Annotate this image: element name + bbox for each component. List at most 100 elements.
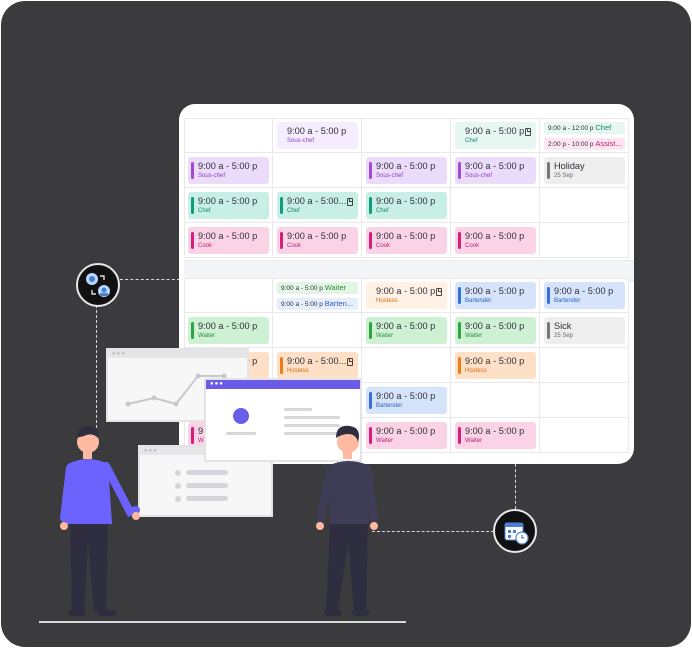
shift-color-bar <box>280 197 283 214</box>
document-icon <box>347 358 353 366</box>
shift-role: Sous-chef <box>198 173 226 179</box>
shift-color-bar <box>369 322 372 339</box>
profile-card-icon <box>226 408 340 435</box>
shift-color-bar <box>191 322 194 339</box>
staff-swap-badge <box>76 263 120 307</box>
shift-time: 9:00 a - 5:00 p <box>198 196 258 206</box>
shift-color-bar <box>458 427 461 444</box>
shift-color-bar <box>369 197 372 214</box>
shift-role: Waiter <box>376 438 394 444</box>
shift-time: 9:00 a - 5:00 p <box>376 196 436 206</box>
schedule-cell[interactable] <box>362 348 451 383</box>
shift-role: Chef <box>376 208 389 214</box>
shift-time: 9:00 a - 5:00 p <box>376 161 436 171</box>
schedule-cell[interactable] <box>540 383 629 418</box>
shift-color-bar <box>280 232 283 249</box>
shift-color-bar <box>369 427 372 444</box>
schedule-cell[interactable] <box>184 278 273 313</box>
window-titlebar: ●●● <box>108 350 247 358</box>
window-controls-icon: ●●● <box>210 381 224 387</box>
schedule-cell[interactable] <box>273 313 362 348</box>
shift-chip[interactable]: 9:00 a - 5:00 p Chef <box>366 192 447 219</box>
schedule-cell[interactable] <box>451 188 540 223</box>
shift-chip[interactable]: 9:00 a - 5:00 p Waiter <box>366 422 447 449</box>
shift-color-bar <box>458 287 461 304</box>
window-titlebar: ●●● <box>206 380 360 389</box>
schedule-cell[interactable] <box>540 223 629 258</box>
shift-time: 9:00 a - 5:00 p <box>287 231 347 241</box>
shift-chip[interactable]: 9:00 a - 5:00 p Sous-chef <box>366 157 447 184</box>
schedule-cell[interactable] <box>184 118 273 153</box>
shift-chip-small[interactable]: 9:00 a - 12:00 p Chef <box>544 122 625 134</box>
schedule-cell[interactable] <box>540 348 629 383</box>
schedule-cell[interactable] <box>451 383 540 418</box>
schedule-cell[interactable] <box>273 153 362 188</box>
shift-time: 9:00 a - 5:00 p <box>376 391 436 401</box>
shift-chip[interactable]: 9:00 a - 5:00 p Chef <box>188 192 269 219</box>
calendar-clock-icon <box>504 522 529 545</box>
shift-color-bar <box>369 392 372 409</box>
people-swap-icon <box>86 273 110 297</box>
shift-role: Sous-chef <box>376 173 404 179</box>
line-graph-icon <box>125 373 227 407</box>
shift-color-bar <box>458 357 461 374</box>
shift-role: 25 Sep <box>554 333 574 339</box>
window-controls-icon: ●●● <box>144 448 158 454</box>
shift-role: Chef <box>595 123 612 132</box>
shift-color-bar <box>458 162 461 179</box>
shift-role: Cook <box>376 243 391 249</box>
shift-chip[interactable]: 9:00 a - 5:00 p Sous-chef <box>188 157 269 184</box>
shift-color-bar <box>280 357 283 374</box>
shift-time: 9:00 a - 5:00 p <box>376 426 436 436</box>
connector-right <box>372 531 494 532</box>
schedule-badge <box>493 509 537 553</box>
shift-time: 9:00 a - 5:00 p <box>465 126 525 136</box>
list-lines-icon <box>175 470 228 502</box>
shift-time: 9:00 a - 5:00 p <box>198 161 258 171</box>
shift-chip-small[interactable]: 9:00 a - 5:00 p Barten... <box>277 298 358 310</box>
shift-role: Waiter <box>198 333 216 339</box>
schedule-cell[interactable] <box>540 188 629 223</box>
shift-time: 9:00 a - 5:00 p <box>465 426 525 436</box>
shift-time: 9:00 a - 5:00 p <box>554 286 614 296</box>
shift-color-bar <box>191 197 194 214</box>
schedule-cell[interactable] <box>540 418 629 453</box>
window-controls-icon: ●●● <box>112 351 126 357</box>
connector-left <box>120 279 180 280</box>
shift-chip-small[interactable]: 2:00 p - 10:00 p Assist... <box>544 138 625 150</box>
connector-right-up <box>515 464 516 509</box>
shift-role: Sous-chef <box>287 138 315 144</box>
shift-role: Bartender <box>465 298 492 304</box>
shift-time: 9:00 a - 5:00 p <box>376 321 436 331</box>
shift-chip-small[interactable]: 9:00 a - 5:00 p Waiter <box>277 282 358 294</box>
shift-chip[interactable]: 9:00 a - 5:00...Hostess <box>277 352 358 379</box>
shift-chip[interactable]: 9:00 a - 5:00...Chef <box>277 192 358 219</box>
shift-time: 9:00 a - 5:00 p <box>281 285 323 292</box>
shift-color-bar <box>369 232 372 249</box>
shift-time: 2:00 p - 10:00 p <box>548 141 594 148</box>
shift-color-bar <box>458 322 461 339</box>
schedule-cell[interactable] <box>362 118 451 153</box>
shift-time: 9:00 a - 5:00 p <box>465 231 525 241</box>
shift-role: Waiter <box>324 283 347 292</box>
shift-time: 9:00 a - 5:00 p <box>376 286 436 296</box>
shift-role: Chef <box>198 208 211 214</box>
